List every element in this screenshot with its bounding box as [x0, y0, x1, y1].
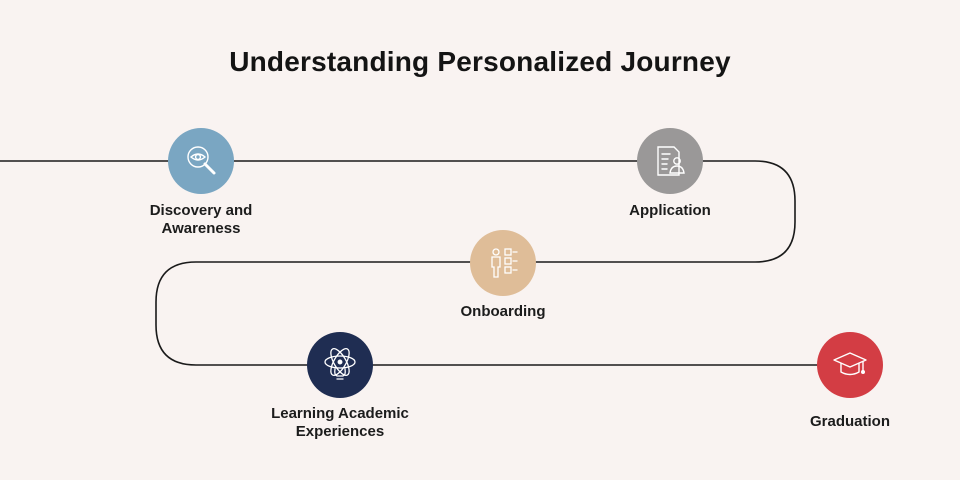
graduation-label: Graduation	[809, 413, 890, 430]
onboarding-node	[470, 230, 536, 296]
lightbulb-atom-icon	[324, 348, 356, 380]
graduation-node	[817, 332, 883, 398]
magnifier-eye-icon	[187, 146, 216, 175]
learning-node	[307, 332, 373, 398]
application-node	[637, 128, 703, 194]
learning-label: Learning Academic Experiences	[271, 405, 409, 440]
application-label: Application	[629, 202, 711, 219]
document-person-icon	[657, 146, 685, 176]
person-checklist-icon	[491, 248, 518, 278]
discovery-label: Discovery and Awareness	[149, 202, 253, 237]
page-title: Understanding Personalized Journey	[229, 46, 731, 77]
discovery-node	[168, 128, 234, 194]
onboarding-label: Onboarding	[460, 303, 546, 320]
graduation-cap-icon	[833, 352, 867, 376]
